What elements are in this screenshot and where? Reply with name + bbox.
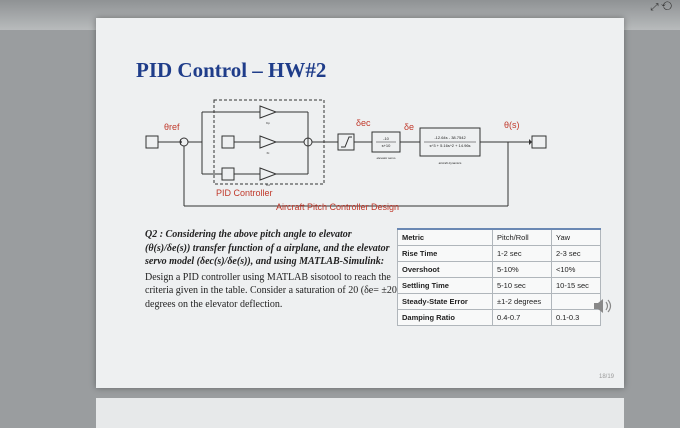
table-cell: 0.4-0.7 [492,309,552,326]
block-diagram: -10 s+10 elevator servo -12.64s - 38.754… [142,96,602,216]
plant-tf-num: -12.64s - 38.7542 [434,135,466,140]
table-header-cell: Yaw [551,228,601,246]
table-cell: Damping Ratio [397,309,493,326]
theta-ref-label: θref [164,122,180,132]
theta-out-label: θ(s) [504,120,520,130]
slide: PID Control – HW#2 [96,18,624,388]
table-cell: Overshoot [397,261,493,278]
page-number: 18/19 [598,374,614,380]
derivative-block [221,167,235,181]
ki-gain-block [259,135,278,149]
table-row: Overshoot 5-10% <10% [397,261,601,278]
servo-name: elevator servo [377,156,396,160]
speaker-icon[interactable] [592,296,614,316]
ki-label: Ki [267,151,270,155]
table-cell: 2-3 sec [551,245,601,262]
plant-name: aircraft dynamics [439,161,462,165]
pid-controller-label: PID Controller [216,188,273,198]
table-row: Damping Ratio 0.4-0.7 0.1-0.3 [397,309,601,326]
question-line-2: (θ(s)/δe(s)) transfer function of a airp… [145,242,390,254]
step-source-block [145,135,159,149]
criteria-table: Metric Pitch/Roll Yaw Rise Time 1-2 sec … [397,228,601,326]
table-header-cell: Pitch/Roll [492,228,552,246]
kp-label: Kp [266,121,270,125]
next-slide-preview [96,398,624,428]
table-header-row: Metric Pitch/Roll Yaw [397,228,601,246]
scope-block [531,135,547,149]
expand-icon[interactable]: ⤢ ⟲ [650,2,673,13]
saturation-block [337,133,355,151]
kd-gain-block [259,167,278,181]
table-cell: ±1-2 degrees [492,293,552,310]
table-header-cell: Metric [397,228,493,246]
table-cell: 1-2 sec [492,245,552,262]
delta-e-label: δe [404,122,415,132]
table-cell: Rise Time [397,245,493,262]
question-body: Design a PID controller using MATLAB sis… [145,271,403,310]
table-cell: 10-15 sec [551,277,601,294]
question-line-1: Q2 : Considering the above pitch angle t… [145,229,352,240]
integrator-block [221,135,235,149]
arrow-head [529,139,532,145]
kp-gain-block [259,105,278,119]
question-line-3: servo model (δec(s)/δe(s)), and using MA… [145,256,385,267]
design-label: Aircraft Pitch Controller Design [276,202,400,212]
question-block: Q2 : Considering the above pitch angle t… [145,228,415,311]
servo-tf-num: -10 [383,136,390,141]
table-cell: 5-10% [492,261,552,278]
page-title: PID Control – HW#2 [136,58,327,82]
table-row: Steady-State Error ±1-2 degrees [397,293,601,310]
arrow-head [180,139,182,145]
table-cell: Settling Time [397,277,493,294]
table-cell: 5-10 sec [492,277,552,294]
delta-ec-label: δec [356,118,371,128]
table-cell: Steady-State Error [397,293,493,310]
table-row: Rise Time 1-2 sec 2-3 sec [397,245,601,262]
table-cell: 0.1-0.3 [551,309,601,326]
table-cell: <10% [551,261,601,278]
table-row: Settling Time 5-10 sec 10-15 sec [397,277,601,294]
diagram-svg: -10 s+10 elevator servo -12.64s - 38.754… [145,99,547,207]
plant-tf-den: s^3 + 5.16s^2 + 14.96s [429,143,470,148]
kd-label: Kd [266,183,270,187]
servo-tf-den: s+10 [382,143,392,148]
